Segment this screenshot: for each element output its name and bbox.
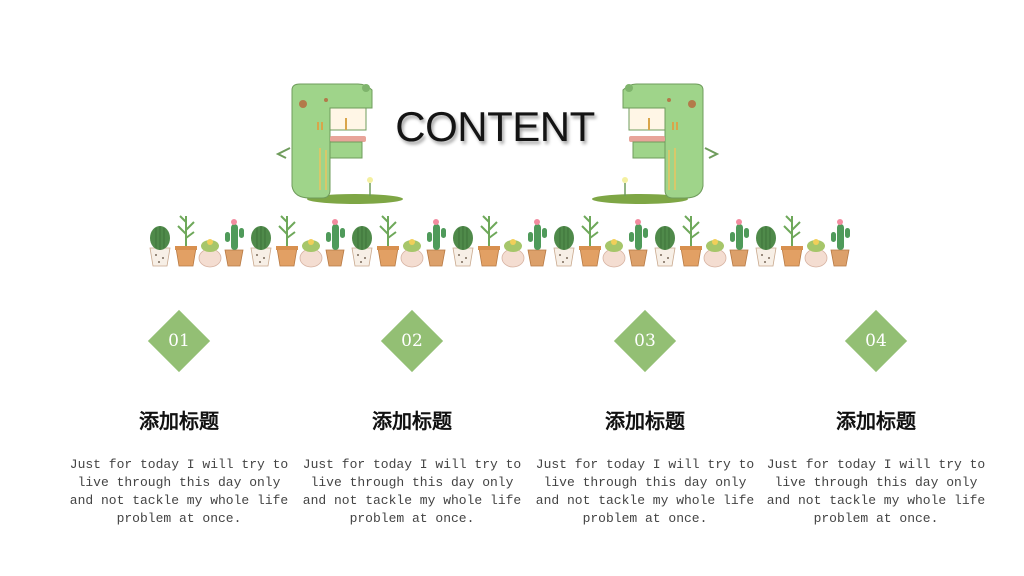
item-number: 02 [401, 331, 423, 351]
item-number: 03 [634, 331, 656, 351]
number-badge: 01 [147, 309, 211, 373]
item-heading: 添加标题 [139, 409, 219, 433]
content-item-2: 02 添加标题 Just for today I will try to liv… [301, 309, 523, 536]
number-badge: 02 [380, 309, 444, 373]
crocodile-left-illustration [275, 83, 403, 204]
content-item-1: 01 添加标题 Just for today I will try to liv… [68, 309, 290, 536]
content-item-4: 04 添加标题 Just for today I will try to liv… [765, 309, 987, 536]
number-badge: 03 [613, 309, 677, 373]
item-heading: 添加标题 [372, 409, 452, 433]
crocodile-right-illustration [592, 83, 720, 204]
item-body: Just for today I will try to live throug… [535, 457, 755, 526]
number-badge: 04 [844, 309, 908, 373]
item-body: Just for today I will try to live throug… [766, 457, 986, 526]
item-number: 04 [865, 331, 887, 351]
page-title: CONTENT [395, 103, 595, 150]
item-body: Just for today I will try to live throug… [69, 457, 289, 526]
item-heading: 添加标题 [836, 409, 916, 433]
item-heading: 添加标题 [605, 409, 685, 433]
cactus-row [149, 215, 851, 268]
cactus-border-illustration [149, 215, 851, 268]
content-item-3: 03 添加标题 Just for today I will try to liv… [534, 309, 756, 536]
item-number: 01 [168, 331, 190, 351]
item-body: Just for today I will try to live throug… [302, 457, 522, 526]
